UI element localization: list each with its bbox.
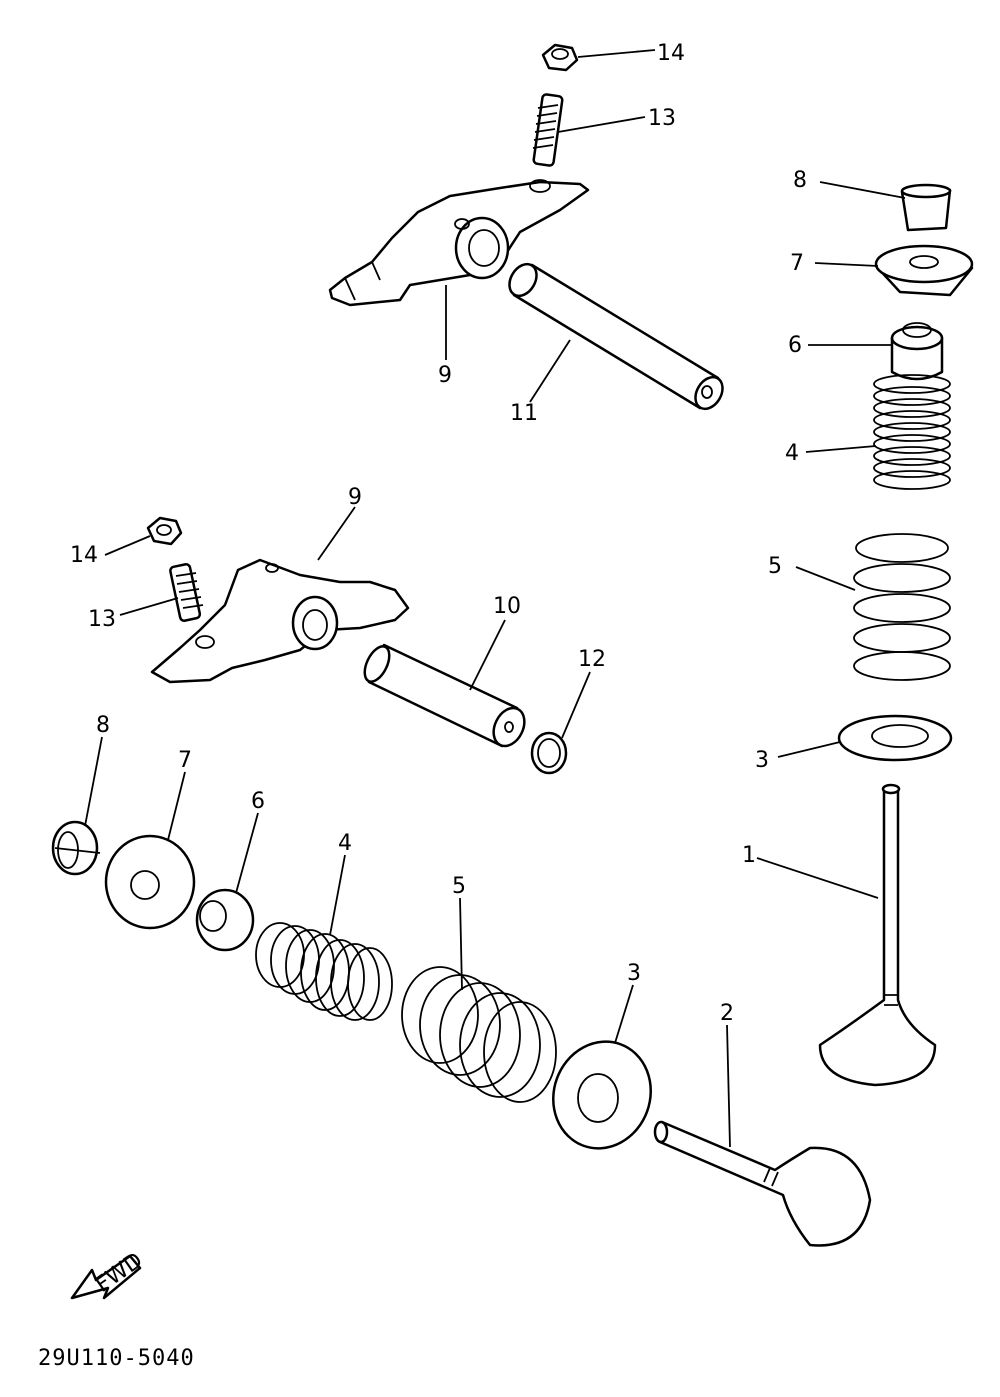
spring-seat-part-3-bottom	[552, 1040, 652, 1150]
callout-8-right: 8	[793, 168, 807, 193]
rocker-arm-part-9-top	[328, 179, 590, 307]
spring-retainer-part-7-bottom	[104, 834, 196, 930]
forward-direction-arrow-icon: FWD	[70, 1248, 147, 1300]
adjuster-screw-part-13-mid	[169, 563, 204, 622]
outer-valve-spring-part-5-right	[853, 533, 951, 681]
spring-seat-part-3-right	[837, 714, 953, 762]
exhaust-valve-part-2	[653, 1120, 872, 1247]
callout-6-right: 6	[788, 333, 802, 358]
outer-valve-spring-part-5-bottom	[401, 966, 557, 1103]
callout-4-right: 4	[785, 441, 799, 466]
callout-11: 11	[510, 401, 538, 426]
inner-valve-spring-part-4-bottom	[255, 922, 393, 1021]
callout-8-bottom: 8	[96, 713, 110, 738]
callout-12: 12	[578, 647, 606, 672]
callout-labels: 14 13 9 11 8 7 6 4 5 3 1 9 14 13 10 12 8…	[70, 41, 807, 1026]
callout-13-top: 13	[648, 106, 676, 131]
valve-cotter-part-8-right	[900, 183, 952, 232]
rocker-shaft-part-11	[508, 262, 724, 411]
callout-7-right: 7	[790, 251, 804, 276]
callout-9-top: 9	[438, 363, 452, 388]
inner-valve-spring-part-4-right	[873, 374, 951, 490]
nut-part-14-top	[541, 43, 579, 72]
callout-5-right: 5	[768, 554, 782, 579]
spring-retainer-part-7-right	[874, 244, 974, 297]
callout-2: 2	[720, 1001, 734, 1026]
valve-stem-seal-part-6-right	[890, 322, 944, 381]
callout-1: 1	[742, 843, 756, 868]
callout-3-bottom: 3	[627, 961, 641, 986]
callout-7-bottom: 7	[178, 748, 192, 773]
rocker-shaft-part-10	[363, 643, 526, 748]
valve-stem-seal-part-6-bottom	[195, 888, 255, 952]
fwd-label: FWD	[91, 1248, 147, 1298]
callout-3-right: 3	[755, 748, 769, 773]
intake-valve-part-1	[818, 783, 937, 1087]
callout-13-mid: 13	[88, 607, 116, 632]
callout-14-mid: 14	[70, 543, 98, 568]
valve-cotter-part-8-bottom	[51, 820, 101, 876]
callout-10: 10	[493, 594, 521, 619]
leader-lines	[84, 49, 906, 1148]
diagram-code: 29U110-5040	[38, 1346, 195, 1371]
callout-14-top: 14	[657, 41, 685, 66]
adjuster-screw-part-13-top	[532, 93, 564, 167]
rocker-arm-part-9-mid	[150, 558, 410, 684]
callout-9-mid: 9	[348, 485, 362, 510]
o-ring-part-12	[530, 731, 568, 775]
callout-5-bottom: 5	[452, 874, 466, 899]
callout-4-bottom: 4	[338, 831, 352, 856]
nut-part-14-mid	[146, 516, 183, 546]
callout-6-bottom: 6	[251, 789, 265, 814]
